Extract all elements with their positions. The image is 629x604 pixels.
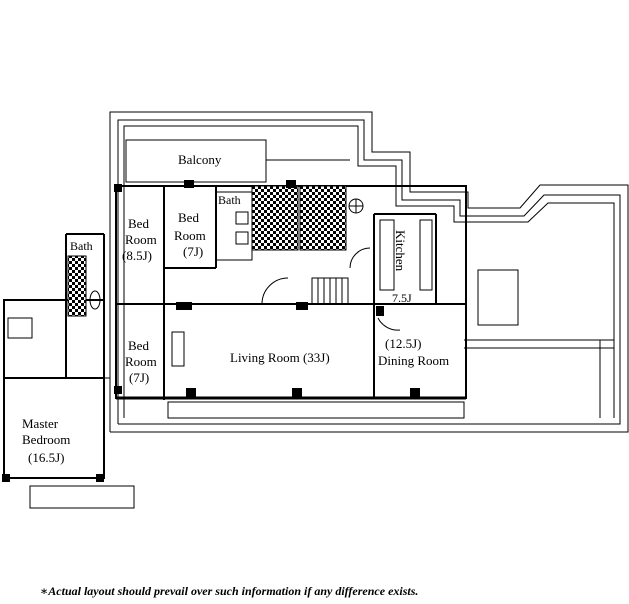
bed1-label-line2: Room [125,232,157,247]
hall-stairs [261,247,371,305]
footer-note: ∗Actual layout should prevail over such … [40,584,419,598]
left-wing [2,233,135,509]
bed3-size: (7J) [129,370,149,385]
bed1-size: (8.5J) [122,248,152,263]
kitchen-size: 7.5J [392,291,412,305]
balcony-label: Balcony [178,152,222,167]
kitchen-fixtures [377,219,433,331]
dining-room-label: Dining Room [378,353,449,368]
master-bedroom-size: (16.5J) [28,450,64,465]
bed3-label-line2: Room [125,354,157,369]
terrace-outline [109,111,629,433]
living-room-label: Living Room (33J) [230,350,330,365]
kitchen-label: Kitchen [393,230,408,272]
bath-top-area [215,185,364,261]
living-fixture [171,331,185,367]
master-bedroom-line2: Bedroom [22,432,70,447]
pillars [114,180,420,398]
bed1-label-line1: Bed [128,216,149,231]
balcony-area [125,139,350,183]
bed2-label-line1: Bed [178,210,199,225]
master-bedroom-line1: Master [22,416,59,431]
bed2-size: (7J) [183,244,203,259]
bath-left-label: Bath [70,239,93,253]
dining-size: (12.5J) [385,336,421,351]
bath-top-label: Bath [218,193,241,207]
bed2-label-line2: Room [174,228,206,243]
bed3-label-line1: Bed [128,338,149,353]
